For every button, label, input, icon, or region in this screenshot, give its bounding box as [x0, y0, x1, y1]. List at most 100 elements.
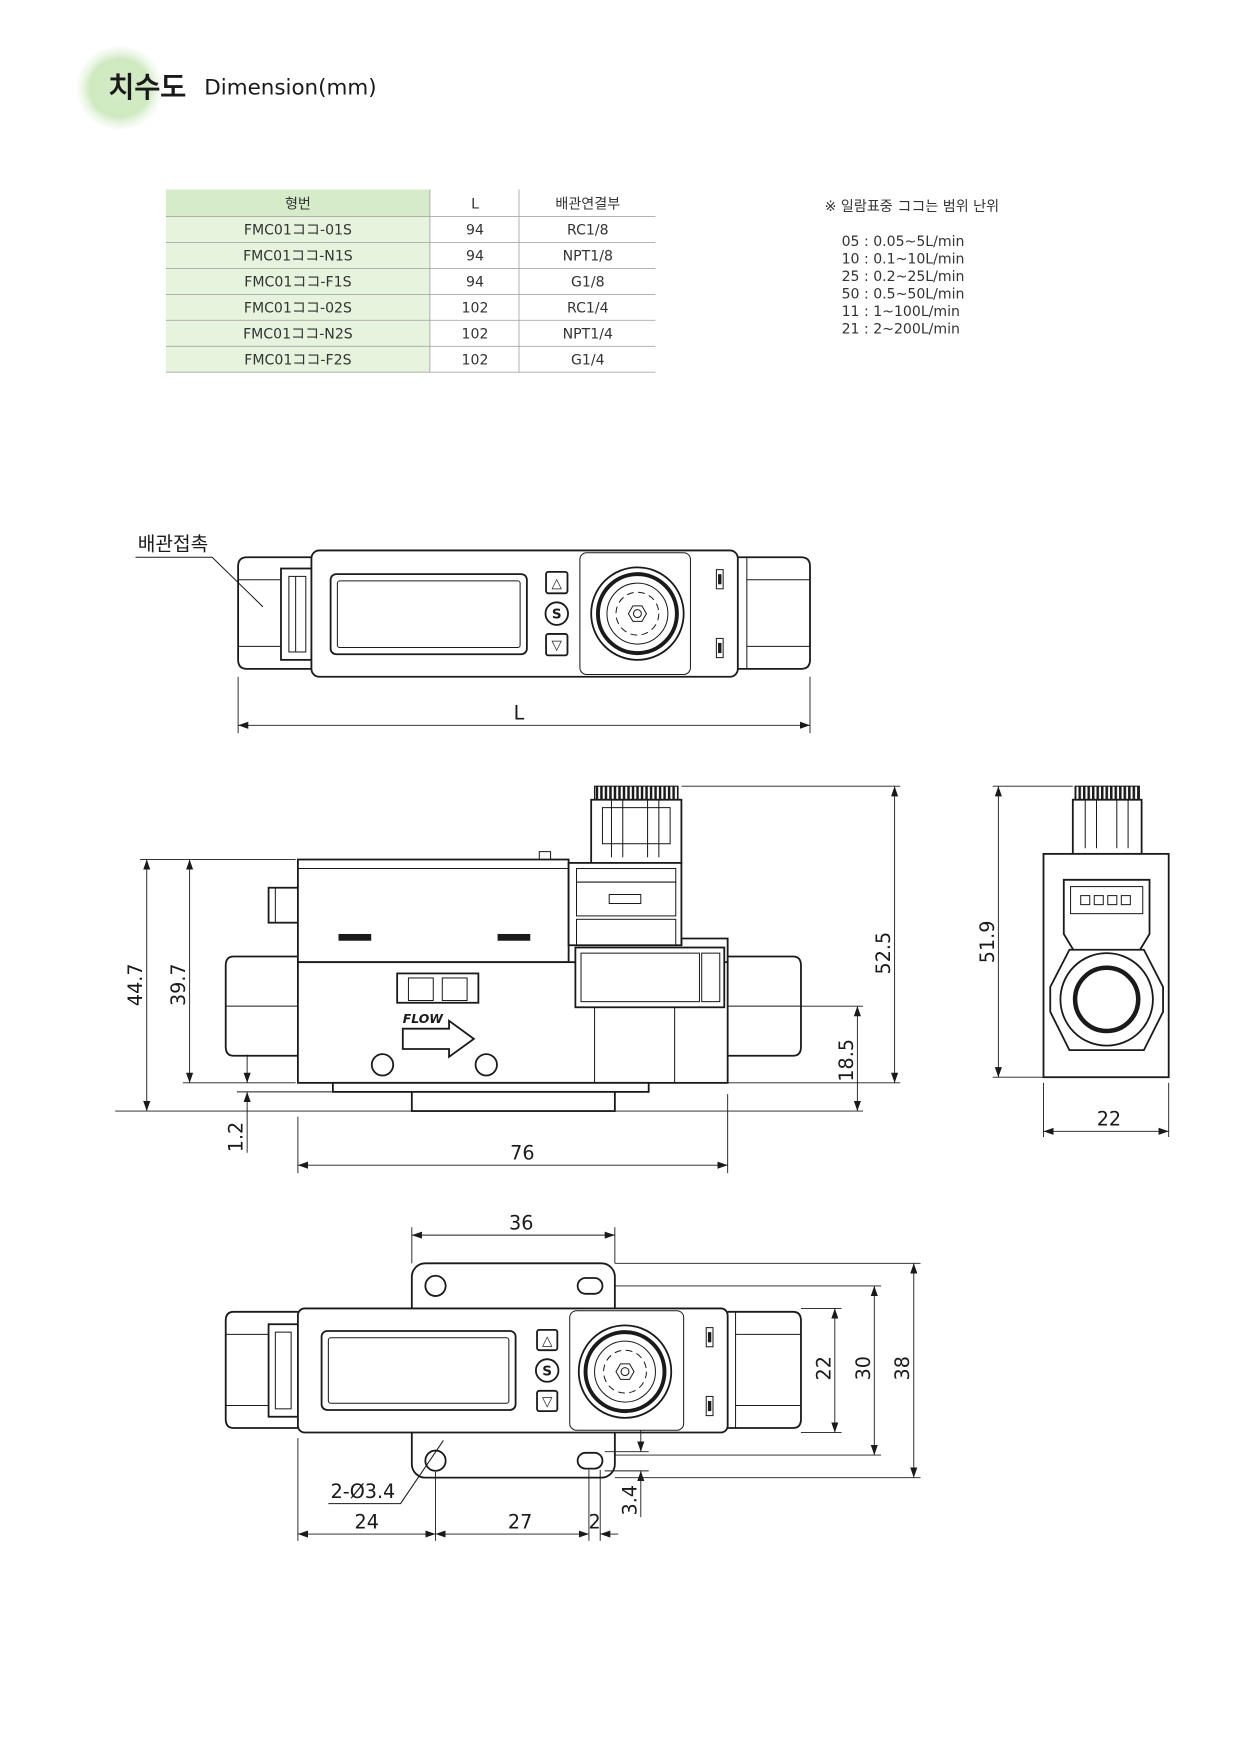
- table-cell-model: FMC01ココ-F1S: [244, 275, 351, 291]
- table-header-cell: 형번: [285, 197, 311, 213]
- socket-pin: [1120, 895, 1131, 906]
- connector-inner: [601, 807, 671, 845]
- adjustment-knob: [576, 1323, 674, 1420]
- set-button: [534, 1358, 560, 1383]
- knob-section: [579, 552, 691, 676]
- right-fitting-outline: [737, 556, 811, 670]
- connector-body: [590, 798, 683, 864]
- mounting-hole: [424, 1274, 447, 1297]
- end-connector-cap: [1074, 785, 1140, 801]
- display-window-frame: [329, 573, 528, 656]
- table-cell-length: 102: [462, 300, 489, 316]
- side-view-drawing: FLOW 44.7 39.7 1.2 76 52.5 18.5: [115, 785, 901, 1174]
- table-cell-model: FMC01ココ-N2S: [243, 326, 353, 342]
- table-cell-length: 102: [462, 352, 489, 368]
- adjustment-knob: [589, 565, 686, 662]
- dimension-label-end-width: 22: [1097, 1108, 1121, 1131]
- up-button-label: △: [542, 1333, 553, 1349]
- flow-bracket: [396, 972, 480, 1004]
- note-range-line: 05 : 0.05~5L/min: [842, 234, 965, 250]
- note-range-line: 10 : 0.1~10L/min: [842, 251, 965, 267]
- indicator-led-fill: [718, 642, 722, 654]
- note-range-line: 50 : 0.5~50L/min: [842, 286, 965, 302]
- dimension-label-body-height: 39.7: [167, 963, 190, 1006]
- mount-screw: [370, 1053, 395, 1077]
- table-cell-port: G1/8: [571, 275, 605, 291]
- fitting-clip: [280, 567, 313, 661]
- housing-latch: [608, 893, 642, 905]
- end-view-drawing: 51.9 22: [976, 785, 1170, 1137]
- upper-body: [296, 858, 570, 964]
- piping-callout-label: 배관접촉: [138, 532, 209, 555]
- connector-cap: [593, 785, 679, 801]
- down-button-label: ▽: [542, 1394, 553, 1410]
- table-cell-model: FMC01ココ-F2S: [244, 352, 351, 368]
- note-range-line: 21 : 2~200L/min: [842, 321, 960, 337]
- flow-range-note: ※ 일람표중 ココ는 범위 난위 05 : 0.05~5L/min 10 : 0…: [825, 199, 999, 337]
- dimension-label-flange-width: 36: [509, 1211, 533, 1234]
- table-cell-model: FMC01ココ-02S: [244, 300, 352, 316]
- top-view-drawing: △ S ▽ 배관접촉 L: [135, 532, 811, 734]
- down-button: [545, 633, 569, 657]
- table-header-cell: 배관연결부: [555, 197, 620, 213]
- vent-slot: [497, 933, 531, 941]
- lower-housing-inner: [580, 952, 700, 1003]
- mount-screw: [474, 1053, 498, 1077]
- socket-pin: [1080, 895, 1091, 906]
- fitting-clip: [267, 1323, 299, 1418]
- sensor-post: [538, 851, 552, 861]
- mounting-hole-callout: 2-Ø3.4: [331, 1480, 396, 1503]
- base-plate-upper: [331, 1081, 650, 1093]
- body-step: [680, 937, 729, 963]
- model-table: 형번 L 배관연결부 FMC01ココ-01S 94 RC1/8 FMC01ココ-…: [165, 189, 656, 373]
- side-tab: [267, 886, 299, 924]
- dimension-label-slot-length: 2: [588, 1510, 600, 1533]
- dimension-label-plate-thickness: 1.2: [225, 1122, 248, 1152]
- indicator-led: [705, 1327, 714, 1348]
- set-button-label: S: [542, 1364, 552, 1380]
- mounting-slot: [576, 1451, 604, 1470]
- flow-arrow: [401, 1019, 476, 1059]
- knob-section: [569, 1310, 685, 1431]
- note-range-line: 25 : 0.2~25L/min: [842, 269, 965, 285]
- dimension-label-port-center: 18.5: [835, 1039, 858, 1082]
- header-watercolor-blotch: [76, 46, 163, 130]
- base-plate-lower: [410, 1090, 616, 1112]
- table-cell-length: 94: [466, 275, 484, 291]
- socket-pin: [1093, 895, 1104, 906]
- port-outer-ring: [1059, 952, 1154, 1047]
- mounting-slot: [576, 1277, 604, 1295]
- display-window: [336, 580, 521, 648]
- connector-housing: [567, 861, 683, 947]
- flow-label: FLOW: [403, 1011, 444, 1026]
- dimension-label-hole-spacing: 27: [508, 1510, 532, 1533]
- header-title-english: Dimension(mm): [204, 76, 376, 101]
- table-cell-length: 102: [462, 326, 489, 342]
- dimension-label-body-width: 22: [812, 1356, 835, 1380]
- dimension-label-length: L: [514, 702, 525, 725]
- display-window-frame: [320, 1330, 517, 1411]
- note-range-line: 11 : 1~100L/min: [842, 304, 960, 320]
- port-bore: [1072, 965, 1141, 1034]
- indicator-led: [715, 637, 724, 659]
- piping-callout-leader: [135, 556, 264, 608]
- vent-slot: [338, 933, 372, 941]
- table-header-cell: L: [471, 197, 479, 213]
- right-fitting-bottom: [727, 1310, 802, 1429]
- right-port-fitting: [737, 556, 811, 670]
- indicator-led-fill: [718, 574, 722, 585]
- flow-direction-marker: FLOW: [396, 972, 480, 1059]
- table-cell-length: 94: [466, 223, 484, 239]
- table-cell-port: G1/4: [571, 352, 605, 368]
- table-cell-port: RC1/8: [567, 223, 609, 239]
- up-button: [545, 570, 569, 595]
- down-button: [536, 1389, 559, 1412]
- top-connector: [590, 785, 683, 864]
- display-window: [327, 1337, 510, 1404]
- dimension-label-hole-offset: 24: [355, 1510, 379, 1533]
- indicator-led: [705, 1395, 714, 1417]
- fitting-clip-inner: [274, 1331, 292, 1410]
- indicator-led: [715, 569, 724, 590]
- fitting-clip-inner: [288, 575, 307, 653]
